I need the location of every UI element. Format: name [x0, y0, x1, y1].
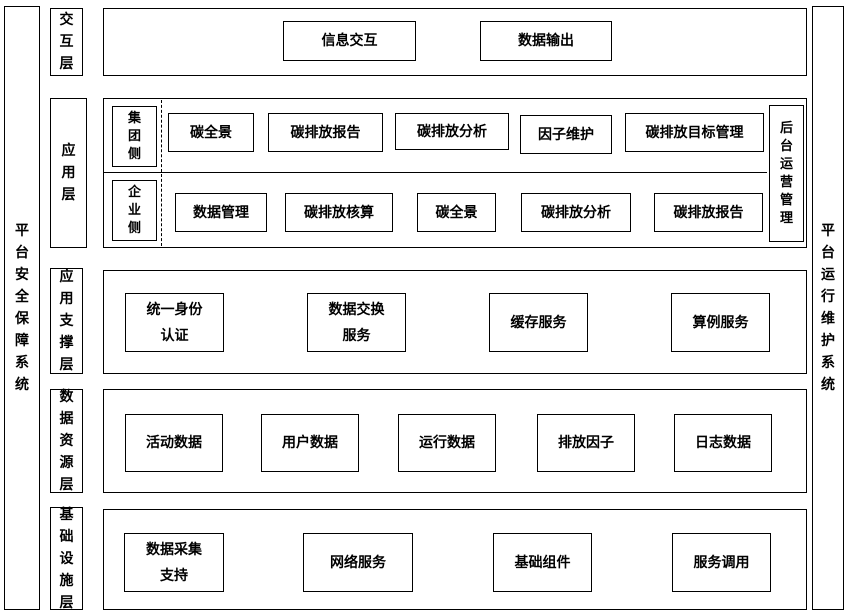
- platform-ops-label: 平台运行维护系统: [821, 223, 835, 393]
- interaction-layer-label-box: 交互层: [50, 8, 83, 76]
- data-item: 运行数据: [398, 414, 496, 472]
- interaction-layer-label: 交互层: [59, 12, 74, 72]
- group-item: 碳排放分析: [395, 113, 509, 150]
- application-layer-label: 应用层: [61, 143, 76, 203]
- group-item: 碳排放目标管理: [625, 113, 764, 152]
- infra-item: 基础组件: [493, 533, 592, 592]
- enterprise-item: 碳排放报告: [654, 193, 763, 232]
- support-item: 缓存服务: [489, 293, 588, 352]
- enterprise-item: 碳全景: [417, 193, 496, 232]
- group-side-label: 集团侧: [127, 110, 141, 162]
- application-divider: [103, 172, 767, 173]
- platform-security-system: 平台安全保障系统: [4, 6, 40, 610]
- enterprise-side-label: 企业侧: [127, 184, 141, 236]
- data-layer-label-box: 数据资源层: [50, 389, 83, 493]
- interaction-layer: [103, 8, 807, 76]
- group-item: 因子维护: [520, 115, 612, 154]
- application-layer-label-box: 应用层: [50, 98, 87, 248]
- infra-layer-label-box: 基础设施层: [50, 507, 83, 611]
- data-item: 日志数据: [674, 414, 772, 472]
- data-item: 排放因子: [537, 414, 635, 472]
- platform-ops-system: 平台运行维护系统: [812, 6, 844, 610]
- backend-ops-box: 后台运营管理: [769, 105, 804, 242]
- support-layer-label-box: 应用支撑层: [50, 268, 83, 374]
- group-item: 碳排放报告: [268, 113, 383, 152]
- interaction-item: 信息交互: [283, 21, 416, 61]
- infra-item: 服务调用: [672, 533, 771, 592]
- enterprise-item: 碳排放核算: [285, 193, 393, 232]
- enterprise-item: 数据管理: [175, 193, 267, 232]
- platform-security-label: 平台安全保障系统: [15, 223, 29, 393]
- group-item: 碳全景: [168, 113, 254, 152]
- enterprise-side-label-box: 企业侧: [112, 180, 157, 241]
- enterprise-item: 碳排放分析: [521, 193, 631, 232]
- interaction-item: 数据输出: [480, 21, 612, 61]
- data-layer-label: 数据资源层: [59, 389, 74, 493]
- application-dashed-divider: [161, 100, 162, 246]
- infra-layer-label: 基础设施层: [59, 506, 74, 611]
- data-item: 活动数据: [125, 414, 223, 472]
- backend-ops-label: 后台运营管理: [779, 120, 793, 226]
- support-item: 数据交换 服务: [307, 293, 406, 352]
- support-item: 算例服务: [671, 293, 770, 352]
- support-item: 统一身份 认证: [125, 293, 224, 352]
- data-item: 用户数据: [261, 414, 359, 472]
- group-side-label-box: 集团侧: [112, 106, 157, 167]
- infra-item: 网络服务: [303, 533, 413, 592]
- infra-item: 数据采集 支持: [124, 533, 224, 592]
- support-layer-label: 应用支撑层: [59, 269, 74, 373]
